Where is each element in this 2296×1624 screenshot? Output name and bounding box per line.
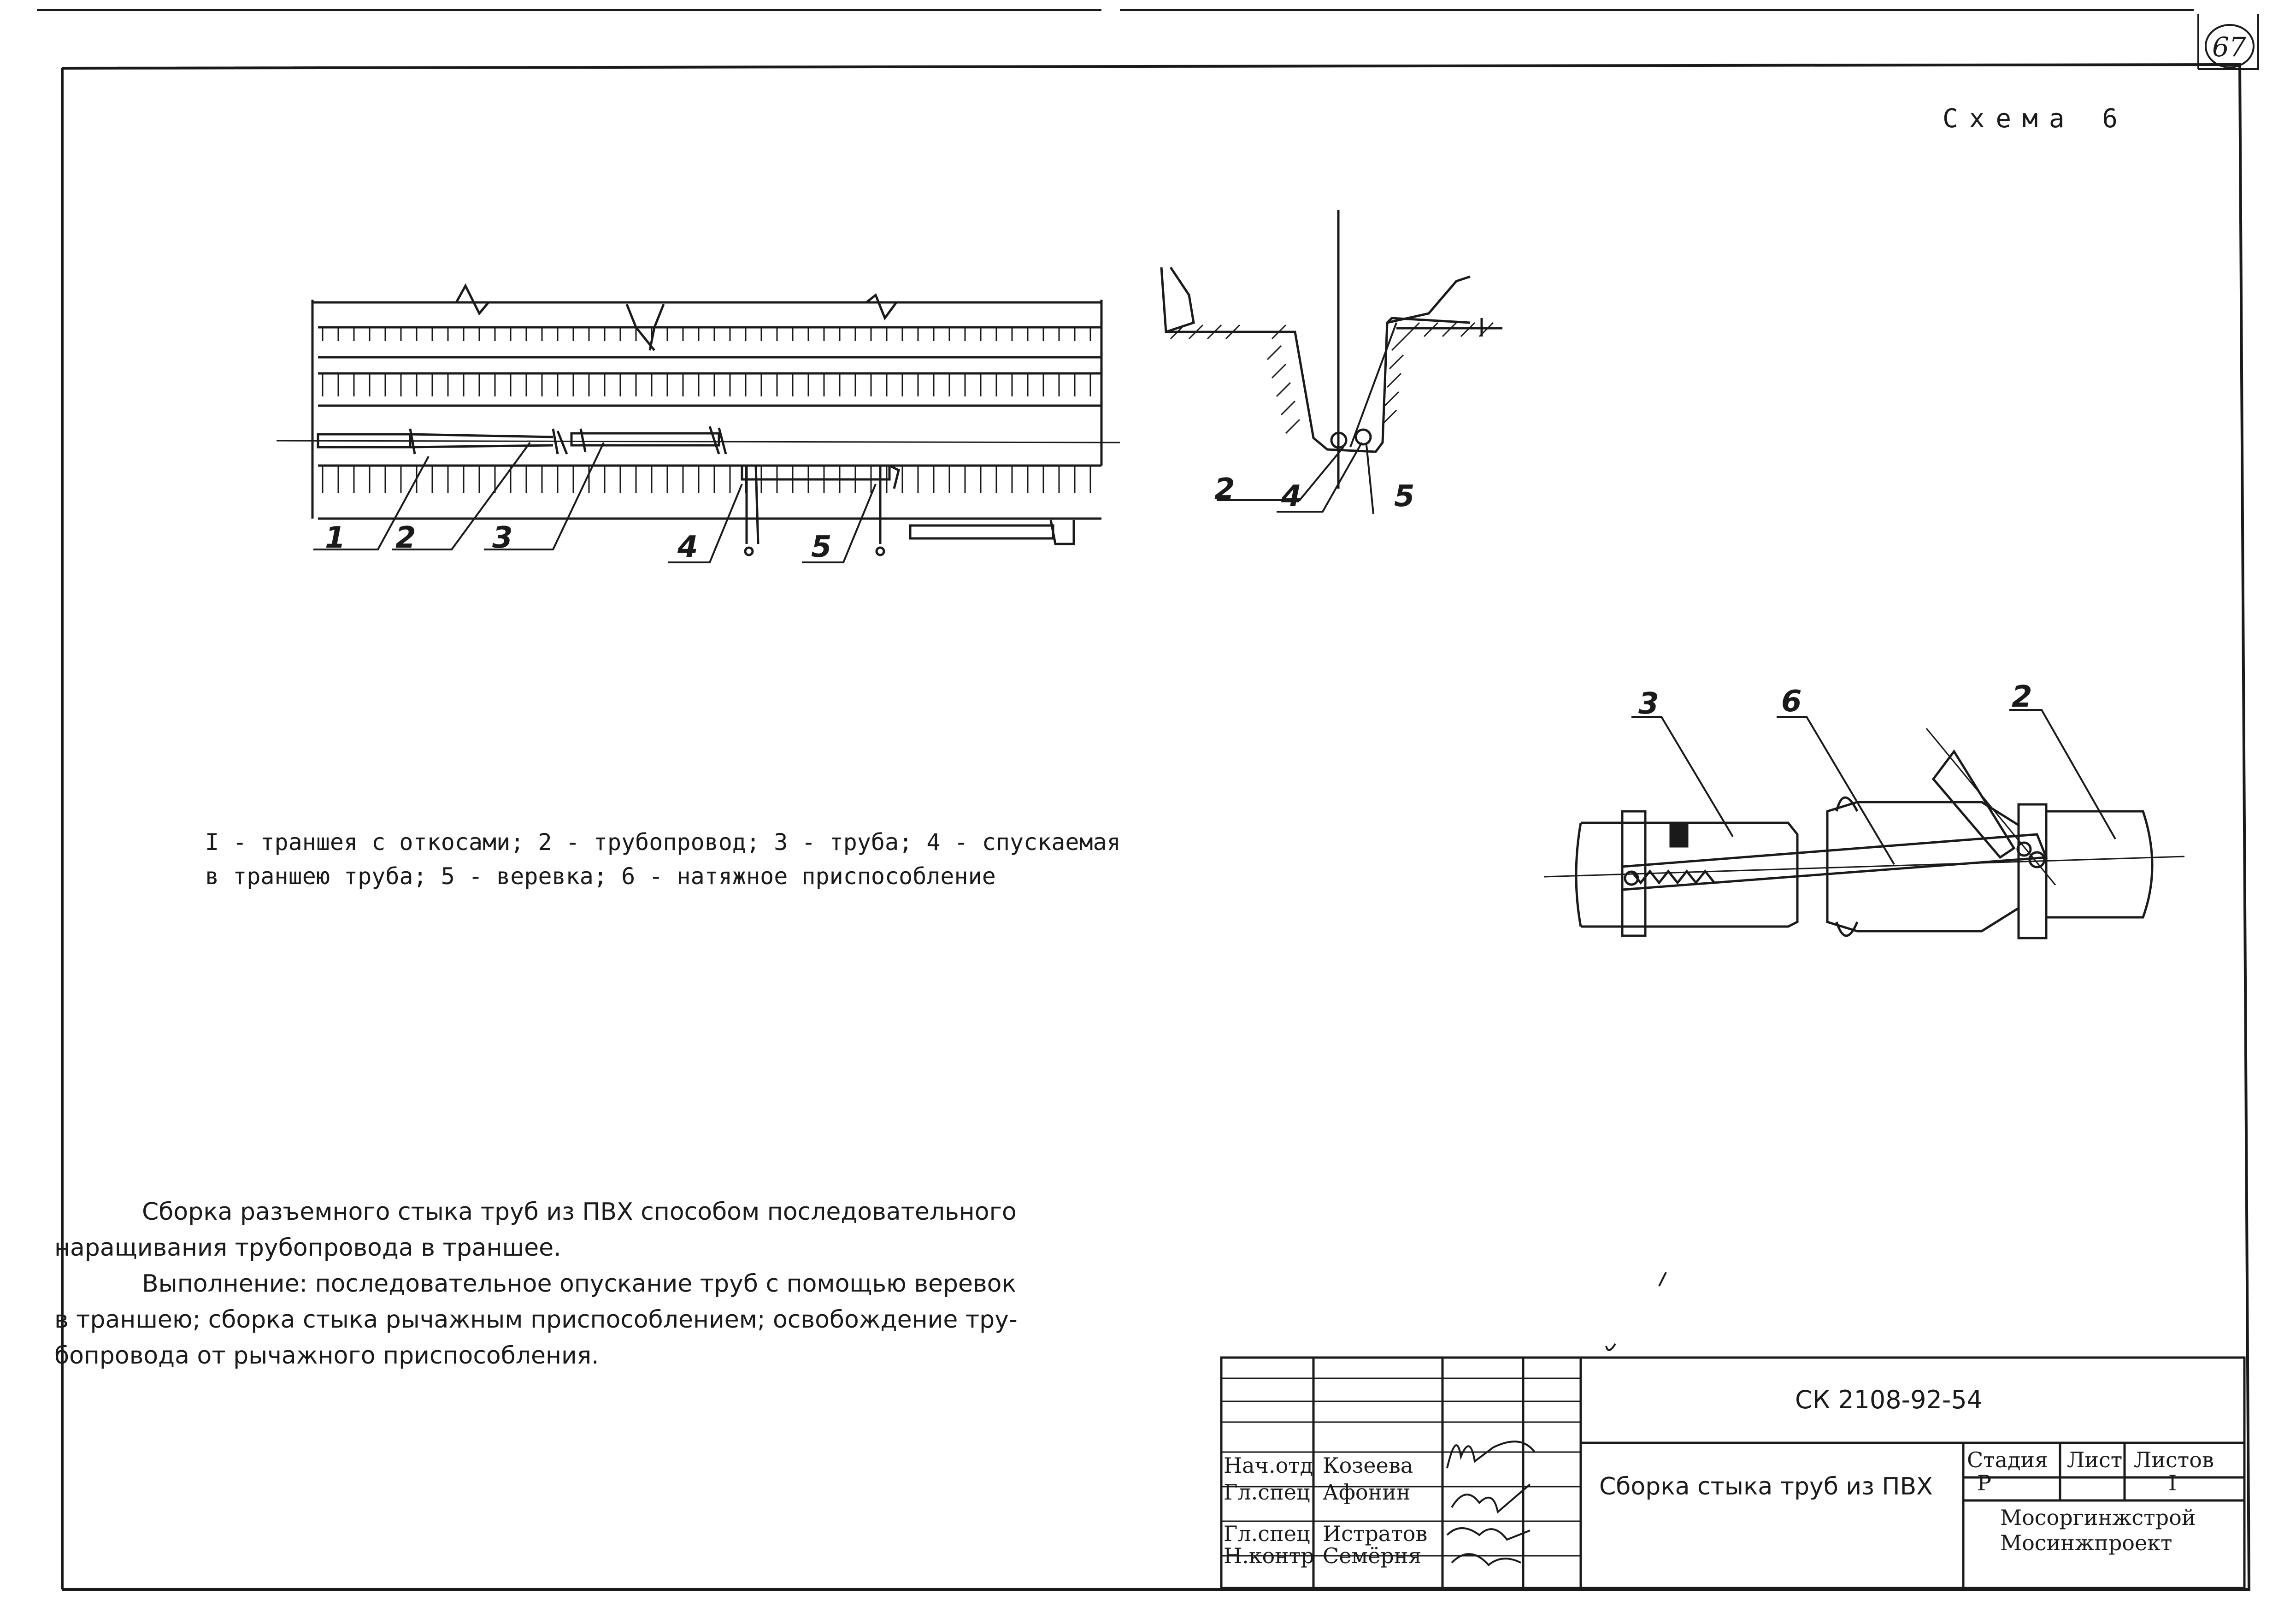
stray-marks: [1605, 1272, 1667, 1351]
description-line-2: наращивания трубопровода в траншее.: [54, 1234, 561, 1262]
title-block: [1220, 1356, 2246, 1589]
plan-view: [276, 283, 1120, 563]
name-2: Афонин: [1323, 1480, 1411, 1505]
doc-code: СК 2108-92-54: [1795, 1385, 1983, 1414]
sheet-frame: [62, 63, 2251, 1591]
page-number-circle: [2205, 24, 2255, 68]
plan-callout-3: 3: [492, 521, 513, 555]
doc-title: Сборка стыка труб из ПВХ: [1599, 1473, 1933, 1500]
name-1: Козеева: [1323, 1453, 1413, 1478]
description: Сборка разъемного стыка труб из ПВХ спос…: [54, 1194, 1050, 1374]
section-callout-5: 5: [1394, 479, 1415, 514]
plan-callout-2: 2: [395, 521, 416, 555]
legend-line-1: I - траншея с откосами; 2 - трубопровод;…: [205, 829, 1121, 856]
description-line-5: бопровода от рычажного приспособления.: [54, 1342, 599, 1370]
description-line-3: Выполнение: последовательное опускание т…: [142, 1270, 1016, 1298]
org-line-2: Мосинжпроект: [2000, 1530, 2172, 1555]
role-1: Нач.отд: [1224, 1453, 1313, 1478]
role-4: Н.контр: [1224, 1543, 1314, 1568]
page-number-box: [2197, 14, 2259, 70]
section-callout-4: 4: [1281, 479, 1302, 514]
description-line-4: в траншею; сборка стыка рычажным приспос…: [54, 1306, 1018, 1334]
section-view: [1160, 210, 1502, 514]
stage-header: Стадия: [1967, 1447, 2049, 1472]
plan-callout-5: 5: [811, 530, 832, 564]
scheme-title: Схема 6: [1943, 104, 2129, 134]
org-line-1: Мосоргинжстрой: [2000, 1505, 2196, 1530]
role-2: Гл.спец: [1224, 1480, 1310, 1505]
sheets-header: Листов: [2134, 1447, 2214, 1472]
section-callout-2: 2: [1214, 472, 1235, 507]
plan-callout-1: 1: [325, 521, 346, 555]
legend-line-2: в траншею труба; 5 - веревка; 6 - натяжн…: [205, 863, 996, 890]
role-3: Гл.спец: [1224, 1521, 1310, 1546]
sheet-header: Лист: [2067, 1447, 2123, 1472]
plan-callout-4: 4: [677, 530, 698, 564]
joint-callout-2: 2: [2012, 680, 2032, 714]
joint-view: [1543, 709, 2185, 939]
joint-callout-6: 6: [1781, 685, 1802, 719]
signatures: [1446, 1441, 1536, 1566]
stage-value: Р: [1977, 1470, 1991, 1495]
joint-callout-3: 3: [1638, 687, 1659, 721]
sheets-value: I: [2168, 1470, 2177, 1495]
name-3: Истратов: [1323, 1521, 1428, 1546]
page-number: 67: [2212, 31, 2246, 63]
legend: I - траншея с откосами; 2 - трубопровод;…: [205, 825, 1173, 893]
name-4: Семёрня: [1323, 1543, 1422, 1568]
description-line-1: Сборка разъемного стыка труб из ПВХ спос…: [142, 1198, 1017, 1226]
